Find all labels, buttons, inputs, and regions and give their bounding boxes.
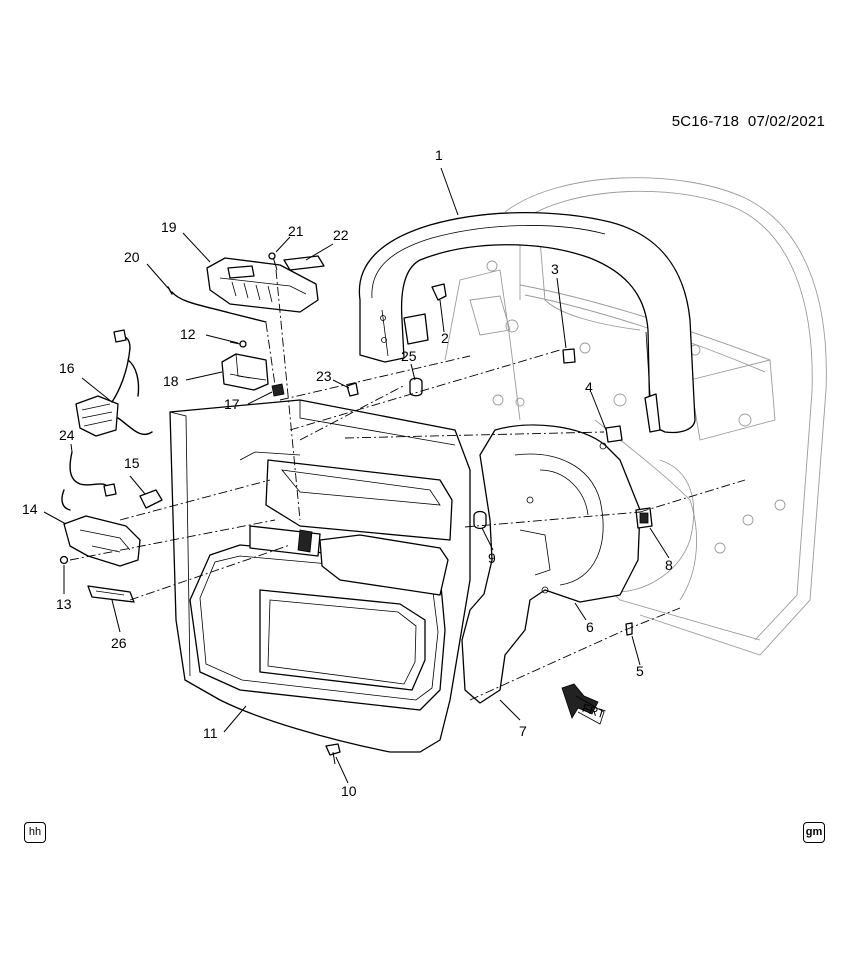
- callout-1: 1: [435, 147, 443, 163]
- callout-6: 6: [586, 619, 594, 635]
- callout-13: 13: [56, 596, 72, 612]
- hh-badge: hh: [24, 822, 46, 843]
- callout-21: 21: [288, 223, 304, 239]
- door-trim-panel: [169, 399, 471, 753]
- diagram-code: 5C16-718: [671, 113, 740, 130]
- callout-7: 7: [519, 723, 527, 739]
- gm-badge: gm: [803, 822, 825, 843]
- callout-22: 22: [333, 227, 349, 243]
- callout-18: 18: [163, 373, 179, 389]
- callout-19: 19: [161, 219, 177, 235]
- door-frame: [444, 177, 827, 656]
- callout-10: 10: [341, 783, 357, 799]
- callout-4: 4: [585, 379, 593, 395]
- inside-handle: [59, 515, 141, 603]
- callout-17: 17: [224, 396, 240, 412]
- callout-15: 15: [124, 455, 140, 471]
- callout-23: 23: [316, 368, 332, 384]
- alignment-lines: [69, 269, 746, 701]
- callout-11: 11: [203, 725, 218, 741]
- switch-module: [221, 340, 285, 397]
- callout-12: 12: [180, 326, 196, 342]
- callout-2: 2: [441, 330, 449, 346]
- callout-9: 9: [488, 550, 496, 566]
- callout-8: 8: [665, 557, 673, 573]
- diagram-date: 07/02/2021: [747, 113, 825, 130]
- callout-14: 14: [22, 501, 38, 517]
- callout-24: 24: [59, 427, 75, 443]
- callout-3: 3: [551, 261, 559, 277]
- callout-16: 16: [59, 360, 75, 376]
- diagram-header: 5C16-718 07/02/2021: [672, 113, 825, 130]
- leader-lines: [43, 167, 670, 784]
- fastener-parts: [325, 283, 653, 765]
- wiring-harness: [61, 329, 163, 511]
- callout-26: 26: [111, 635, 127, 651]
- front-direction-arrow: [561, 683, 605, 725]
- callout-5: 5: [636, 663, 644, 679]
- callout-20: 20: [124, 249, 140, 265]
- upper-trim-panel: [358, 211, 696, 434]
- callout-25: 25: [401, 348, 417, 364]
- switch-bezel-assembly: [167, 252, 325, 323]
